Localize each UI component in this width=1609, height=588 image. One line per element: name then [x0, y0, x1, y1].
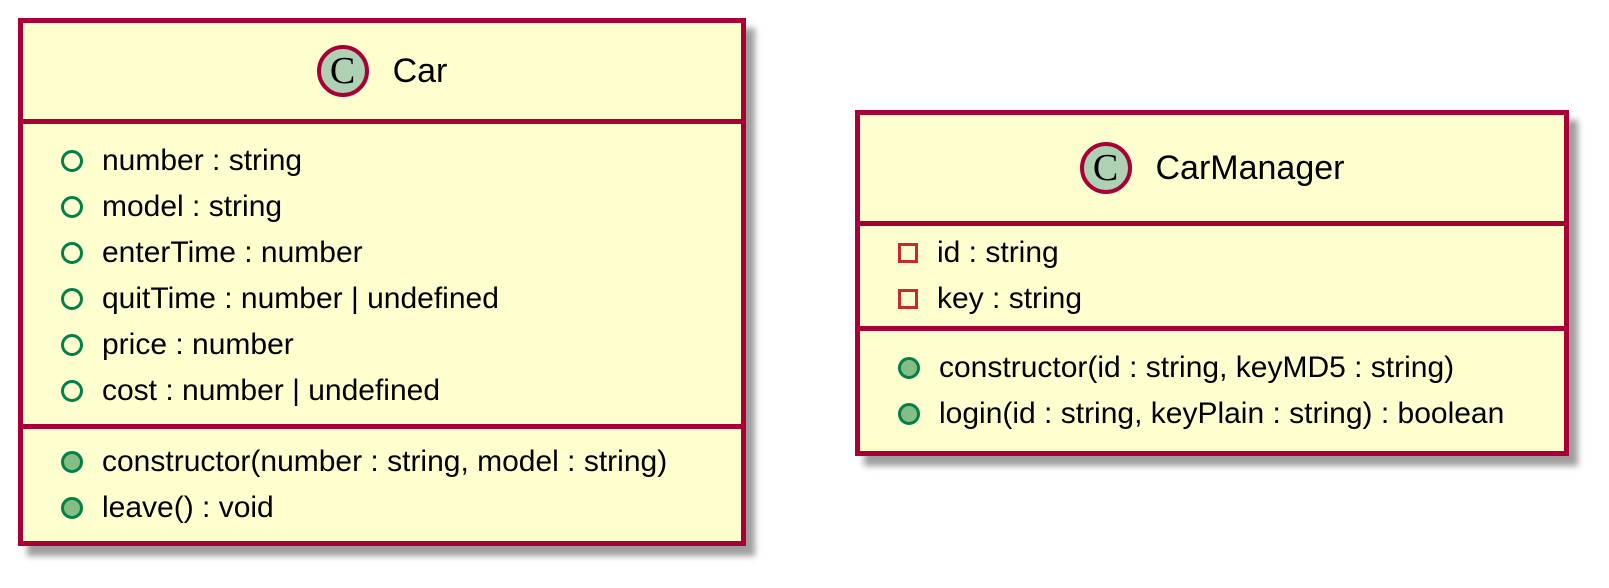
field-row: enterTime : number	[23, 230, 741, 276]
method-row: login(id : string, keyPlain : string) : …	[860, 391, 1564, 437]
member-text: model : string	[102, 190, 283, 223]
member-text: quitTime : number | undefined	[102, 282, 499, 315]
class-box-carmanager[interactable]: C CarManager id : string key : string co…	[855, 110, 1569, 456]
public-field-icon	[61, 150, 83, 172]
member-text: login(id : string, keyPlain : string) : …	[939, 397, 1505, 430]
class-spot-icon: C	[316, 45, 369, 97]
method-row: constructor(id : string, keyMD5 : string…	[860, 345, 1564, 391]
public-method-icon	[898, 357, 920, 379]
private-field-icon	[898, 243, 918, 263]
member-text: enterTime : number	[102, 236, 363, 269]
class-name: CarManager	[1155, 148, 1345, 187]
member-text: price : number	[102, 328, 294, 361]
field-row: id : string	[860, 230, 1564, 276]
member-text: constructor(number : string, model : str…	[102, 445, 668, 478]
member-text: constructor(id : string, keyMD5 : string…	[939, 351, 1455, 384]
field-row: cost : number | undefined	[23, 368, 741, 414]
fields-section-car: number : string model : string enterTime…	[23, 119, 741, 424]
spot-letter: C	[329, 50, 356, 92]
public-method-icon	[61, 451, 83, 473]
methods-section-car: constructor(number : string, model : str…	[23, 424, 741, 541]
methods-section-carmanager: constructor(id : string, keyMD5 : string…	[860, 326, 1564, 451]
class-header-carmanager: C CarManager	[860, 115, 1564, 221]
field-row: number : string	[23, 138, 741, 184]
private-field-icon	[898, 289, 918, 309]
field-row: model : string	[23, 184, 741, 230]
field-row: price : number	[23, 322, 741, 368]
public-method-icon	[61, 497, 83, 519]
field-row: quitTime : number | undefined	[23, 276, 741, 322]
member-text: key : string	[937, 282, 1083, 315]
public-field-icon	[61, 288, 83, 310]
public-method-icon	[898, 403, 920, 425]
public-field-icon	[61, 334, 83, 356]
fields-section-carmanager: id : string key : string	[860, 221, 1564, 326]
member-text: id : string	[937, 236, 1059, 269]
method-row: constructor(number : string, model : str…	[23, 439, 741, 485]
spot-letter: C	[1092, 147, 1119, 189]
member-text: cost : number | undefined	[102, 374, 440, 407]
member-text: number : string	[102, 144, 303, 177]
class-box-car[interactable]: C Car number : string model : string ent…	[18, 18, 746, 546]
member-text: leave() : void	[102, 491, 274, 524]
class-name: Car	[392, 51, 448, 90]
class-header-car: C Car	[23, 23, 741, 119]
class-spot-icon: C	[1079, 142, 1132, 194]
public-field-icon	[61, 242, 83, 264]
public-field-icon	[61, 380, 83, 402]
public-field-icon	[61, 196, 83, 218]
field-row: key : string	[860, 276, 1564, 322]
method-row: leave() : void	[23, 485, 741, 531]
